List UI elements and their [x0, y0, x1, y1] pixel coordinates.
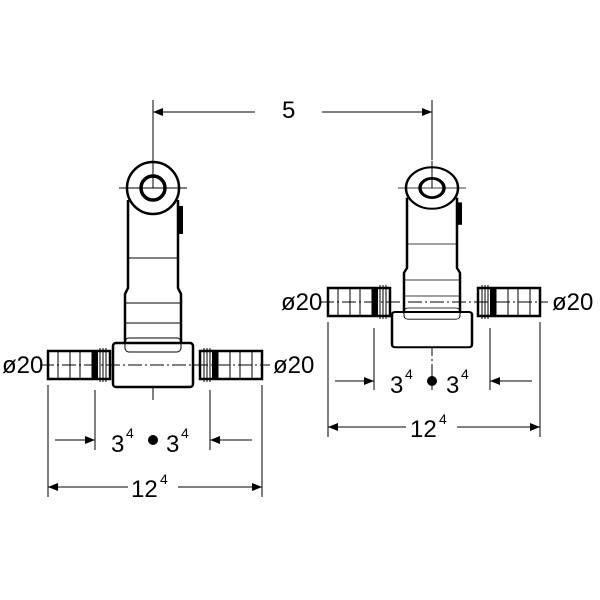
spacing-value: 5	[282, 97, 295, 124]
offset-right-value: 3	[446, 372, 459, 399]
offset-left-sup: 4	[126, 425, 134, 441]
offset-left-value: 3	[390, 372, 403, 399]
overall-width-value: 12	[410, 416, 437, 443]
center-dot	[148, 435, 158, 445]
overall-width-value: 12	[131, 476, 158, 503]
offset-right-sup: 4	[181, 425, 189, 441]
pipe-diameter-label-left: ø20	[2, 352, 43, 379]
pipe-diameter-label-right: ø20	[273, 352, 314, 379]
overall-width-sup: 4	[439, 411, 447, 427]
right-fitting: ø20 ø20 3 4 3 4 12 4	[281, 100, 593, 443]
offset-right-value: 3	[166, 431, 179, 458]
pipe-diameter-label-right: ø20	[552, 289, 593, 316]
offset-left-sup: 4	[405, 366, 413, 382]
center-dot	[427, 376, 437, 386]
offset-left-value: 3	[111, 431, 124, 458]
spacing-dimension: 5	[152, 97, 433, 160]
overall-width-sup: 4	[160, 471, 168, 487]
pipe-diameter-label-left: ø20	[281, 289, 322, 316]
offset-right-sup: 4	[461, 366, 469, 382]
left-fitting: ø20 ø20 3 4 3 4 12 4	[2, 100, 314, 503]
